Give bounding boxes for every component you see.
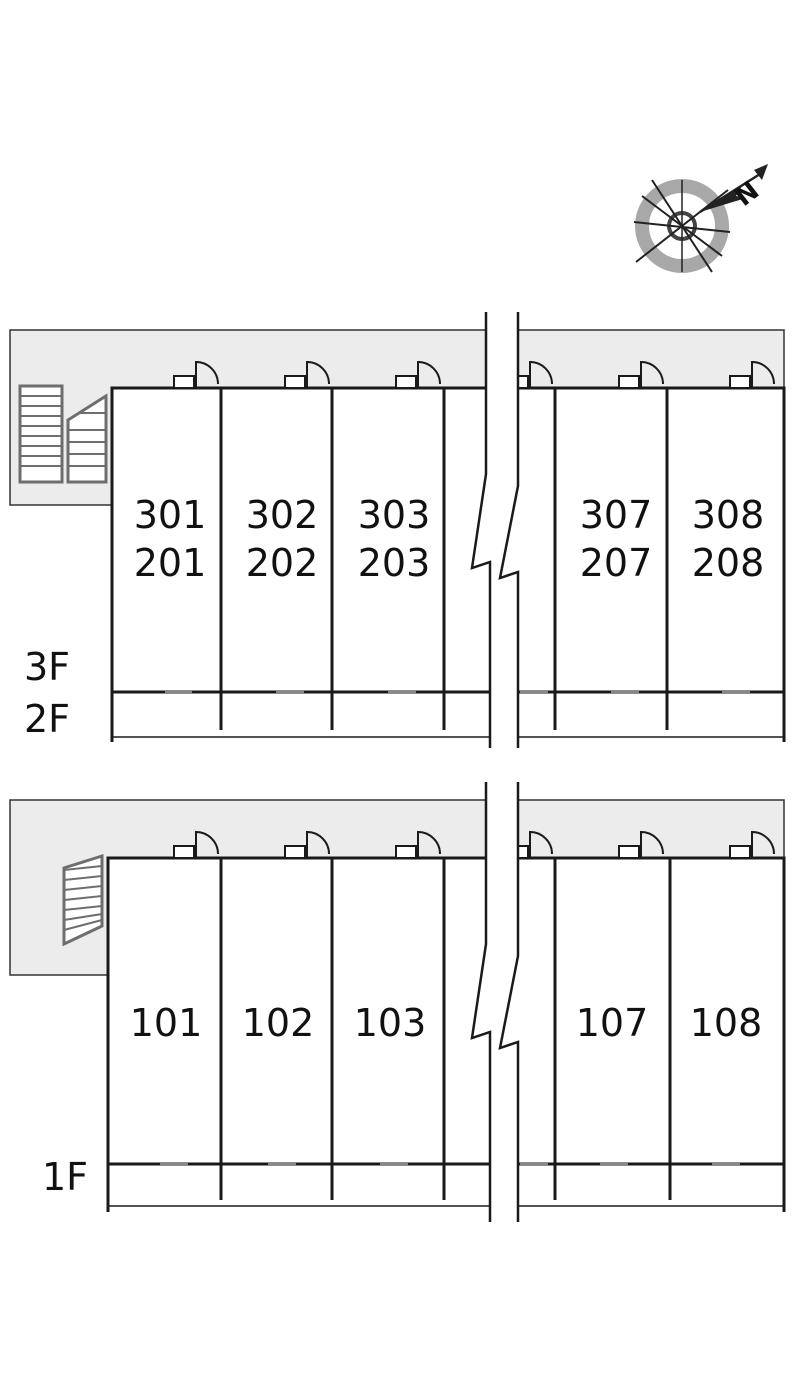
unit-label: 101 [130,1001,203,1045]
unit-label: 102 [242,1001,315,1045]
upper-block: 301 201 302 202 303 203 307 207 308 208 … [9,312,786,748]
unit-label: 208 [692,541,765,585]
unit-label: 107 [576,1001,649,1045]
unit-label: 307 [580,493,653,537]
compass-icon: N [633,164,768,273]
unit-label: 201 [134,541,207,585]
door-icon [284,830,330,859]
floor-label: 3F [24,645,70,689]
door-icon [284,360,330,389]
unit-label: 301 [134,493,207,537]
door-icon [395,360,441,389]
door-icon [729,360,775,389]
door-icon [729,830,775,859]
unit-label: 302 [246,493,319,537]
door-icon [618,360,664,389]
door-icon [395,830,441,859]
break-line [470,312,520,748]
door-icon [173,360,219,389]
door-icon [618,830,664,859]
break-line [470,782,520,1222]
unit-label: 207 [580,541,653,585]
lower-block: 101 102 103 107 108 1F [9,782,786,1222]
unit-label: 303 [358,493,431,537]
unit-label: 308 [692,493,765,537]
north-label: N [729,176,765,213]
floor-label: 2F [24,697,70,741]
floor-label: 1F [42,1155,88,1199]
unit-label: 108 [690,1001,763,1045]
unit-label: 202 [246,541,319,585]
unit-label: 103 [354,1001,427,1045]
stairs-icon [18,384,108,484]
door-icon [173,830,219,859]
stairs-icon [62,853,104,947]
unit-label: 203 [358,541,431,585]
